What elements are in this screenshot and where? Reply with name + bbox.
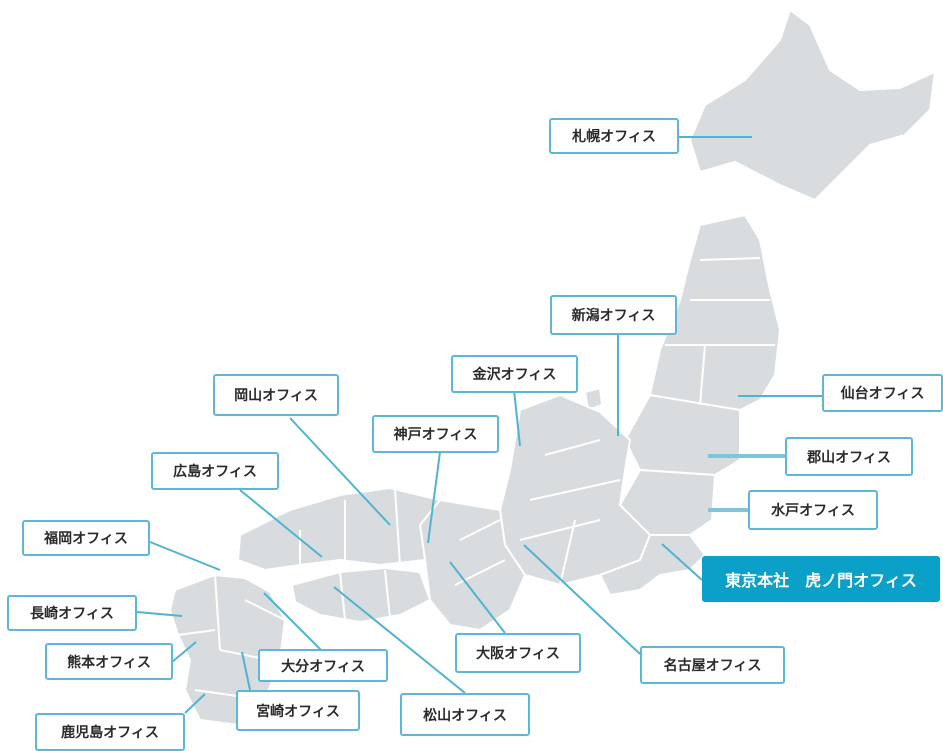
office-niigata[interactable]: 新潟オフィス [550,295,677,335]
leader-hq [661,543,703,581]
leader-kumamoto [171,641,197,663]
office-mito[interactable]: 水戸オフィス [748,490,878,530]
leader-okayama [289,417,391,526]
office-kagoshima[interactable]: 鹿児島オフィス [35,713,185,751]
office-hiroshima[interactable]: 広島オフィス [151,452,279,490]
office-sendai[interactable]: 仙台オフィス [822,374,943,412]
leader-kobe [427,451,441,544]
leader-miyazaki [241,651,251,691]
tohoku-south [624,394,741,476]
sado-island [584,387,603,411]
leader-nagoya [523,544,641,655]
kanto-region [599,534,706,596]
office-kanazawa[interactable]: 金沢オフィス [451,355,578,393]
office-koriyama[interactable]: 郡山オフィス [785,437,913,476]
office-matsuyama[interactable]: 松山オフィス [400,693,530,736]
leader-nagasaki [136,611,183,617]
office-nagoya[interactable]: 名古屋オフィス [640,646,785,684]
office-oita[interactable]: 大分オフィス [258,649,388,682]
leader-kagoshima [184,693,206,714]
office-osaka[interactable]: 大阪オフィス [455,633,581,673]
office-nagasaki[interactable]: 長崎オフィス [7,595,137,631]
office-fukuoka[interactable]: 福岡オフィス [22,520,150,556]
leader-matsuyama [333,586,466,694]
leader-hiroshima [239,489,323,558]
office-kobe[interactable]: 神戸オフィス [372,415,499,453]
office-kumamoto[interactable]: 熊本オフィス [45,643,173,680]
shikoku-region [291,567,431,623]
office-miyazaki[interactable]: 宮崎オフィス [236,690,360,731]
leader-osaka [449,561,506,634]
office-sapporo[interactable]: 札幌オフィス [549,118,679,154]
leader-fukuoka [149,541,221,571]
office-okayama[interactable]: 岡山オフィス [213,374,339,416]
chugoku-region [237,487,441,571]
leader-kanazawa [513,389,521,447]
hokkaido-region [689,9,936,201]
office-hq-toranomon[interactable]: 東京本社 虎ノ門オフィス [702,556,940,602]
leader-oita [263,592,323,652]
